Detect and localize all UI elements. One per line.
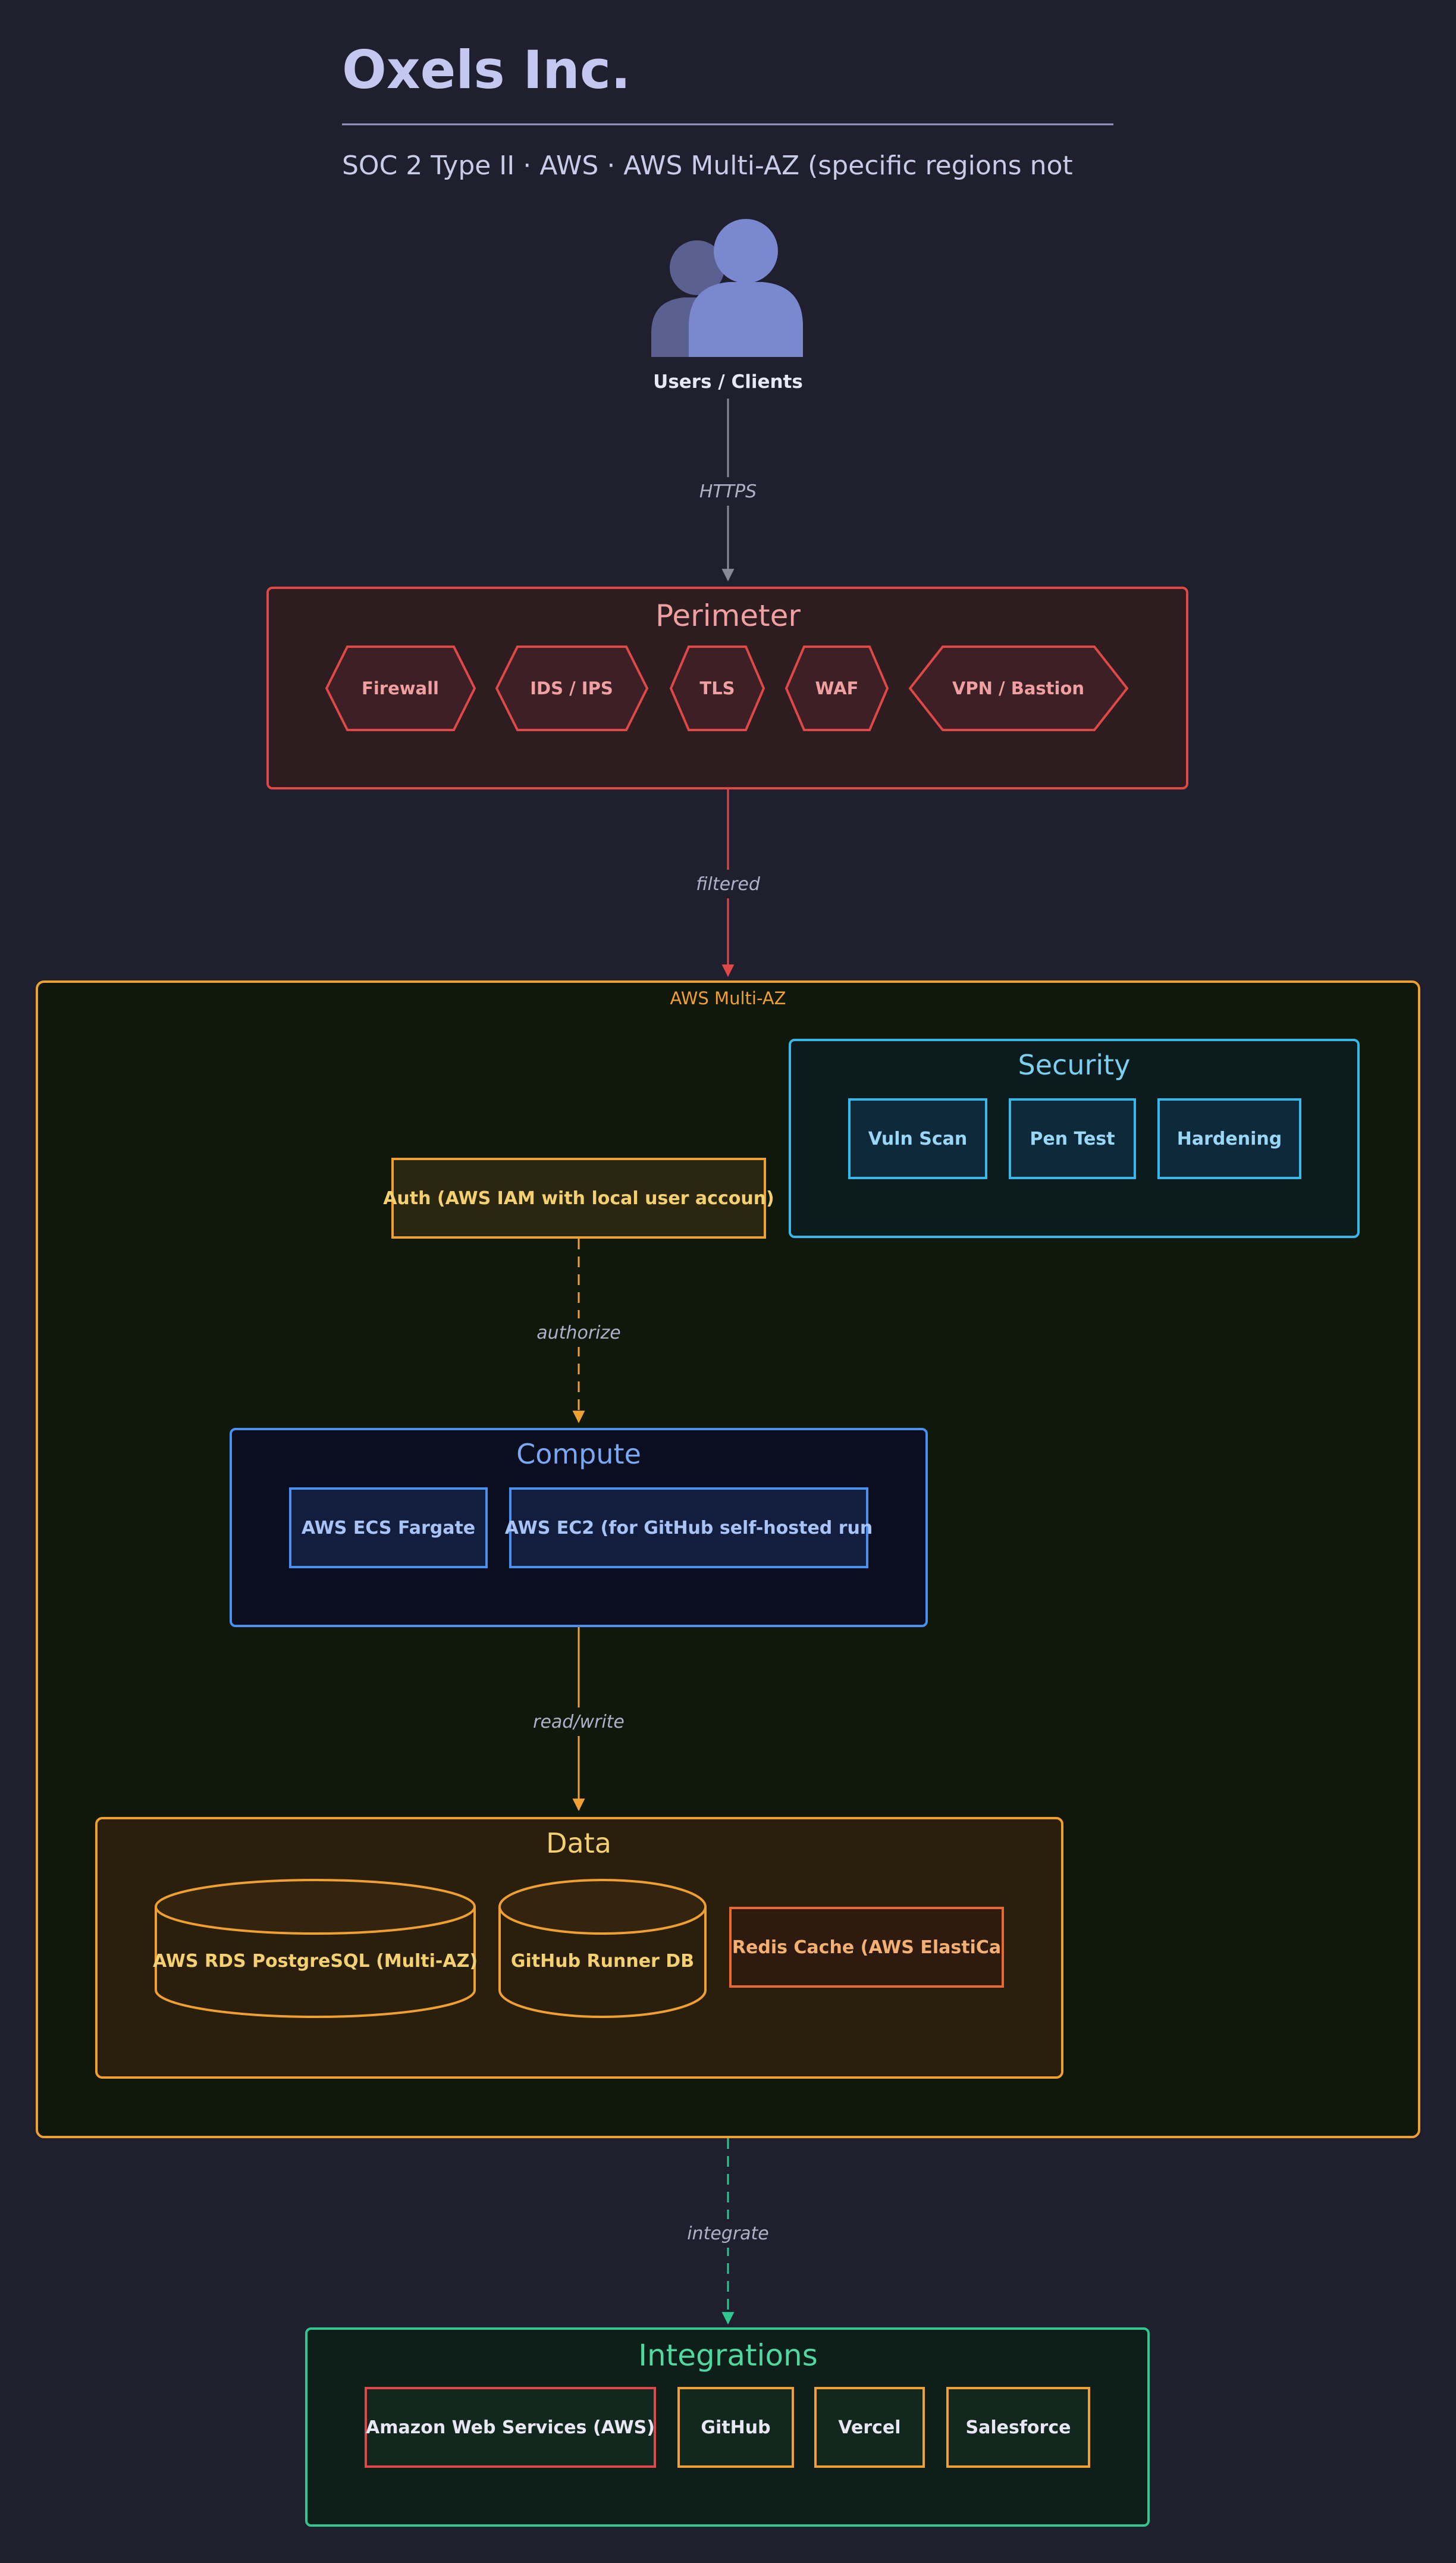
github-runner-database: GitHub Runner DB — [498, 1879, 707, 2018]
edge-label-bg — [697, 477, 759, 506]
integrations-title: Integrations — [638, 2338, 818, 2373]
compute-item-label: AWS ECS Fargate — [302, 1518, 475, 1539]
database-label: GitHub Runner DB — [511, 1951, 694, 1972]
firewall-node: Firewall — [325, 646, 476, 731]
security-item-label: Vuln Scan — [868, 1129, 968, 1149]
perimeter-item-label: TLS — [699, 678, 735, 698]
perimeter-item-label: WAF — [815, 678, 859, 698]
integration-label: Salesforce — [966, 2417, 1071, 2438]
vuln-scan-node: Vuln Scan — [848, 1098, 987, 1179]
integration-salesforce: Salesforce — [946, 2387, 1090, 2468]
page-title: Oxels Inc. — [342, 39, 630, 101]
perimeter-title: Perimeter — [655, 599, 801, 633]
perimeter-item-label: VPN / Bastion — [952, 678, 1084, 698]
data-title: Data — [546, 1827, 611, 1859]
integration-label: Vercel — [838, 2417, 900, 2438]
integration-github: GitHub — [677, 2387, 794, 2468]
edge-label-integrate: integrate — [687, 2223, 769, 2244]
auth-label: Auth (AWS IAM with local user accoun) — [383, 1188, 774, 1209]
integration-label: GitHub — [701, 2417, 770, 2438]
edge-label-filtered: filtered — [696, 874, 761, 895]
ec2-node: AWS EC2 (for GitHub self-hosted run — [505, 1487, 873, 1568]
redis-cache-node: Redis Cache (AWS ElastiCa — [729, 1907, 1004, 1988]
vpn-bastion-node: VPN / Bastion — [908, 646, 1129, 731]
users-icon — [651, 219, 803, 357]
integration-vercel: Vercel — [814, 2387, 925, 2468]
ecs-fargate-node: AWS ECS Fargate — [289, 1487, 488, 1568]
compute-item-label: AWS EC2 (for GitHub self-hosted run — [505, 1518, 873, 1539]
compute-title: Compute — [516, 1438, 641, 1470]
edge-label-bg — [536, 1318, 621, 1347]
edge-label-read-write: read/write — [533, 1712, 625, 1732]
edge-label-bg — [532, 1707, 626, 1736]
edge-label-bg — [688, 2219, 768, 2248]
edge-label-bg — [690, 870, 766, 898]
ids-ips-node: IDS / IPS — [495, 646, 649, 731]
pen-test-node: Pen Test — [1009, 1098, 1136, 1179]
users-label: Users / Clients — [653, 371, 803, 393]
tls-node: TLS — [669, 646, 765, 731]
integration-label: Amazon Web Services (AWS) — [366, 2417, 655, 2438]
security-title: Security — [1018, 1049, 1131, 1081]
cache-label: Redis Cache (AWS ElastiCa — [732, 1937, 1001, 1958]
edge-label-authorize: authorize — [536, 1323, 620, 1343]
cloud-label: AWS Multi-AZ — [670, 988, 786, 1008]
security-item-label: Pen Test — [1030, 1129, 1115, 1149]
perimeter-item-label: IDS / IPS — [530, 678, 613, 698]
edge-label-https: HTTPS — [699, 481, 757, 502]
page-subtitle: SOC 2 Type II · AWS · AWS Multi-AZ (spec… — [342, 151, 1073, 181]
security-item-label: Hardening — [1177, 1129, 1282, 1149]
auth-node: Auth (AWS IAM with local user accoun) — [383, 1158, 774, 1239]
integration-aws: Amazon Web Services (AWS) — [365, 2387, 656, 2468]
rds-postgresql-database: AWS RDS PostgreSQL (Multi-AZ) — [153, 1879, 478, 2018]
waf-node: WAF — [785, 646, 889, 731]
perimeter-item-label: Firewall — [362, 678, 439, 698]
database-label: AWS RDS PostgreSQL (Multi-AZ) — [153, 1951, 478, 1972]
hardening-node: Hardening — [1157, 1098, 1301, 1179]
